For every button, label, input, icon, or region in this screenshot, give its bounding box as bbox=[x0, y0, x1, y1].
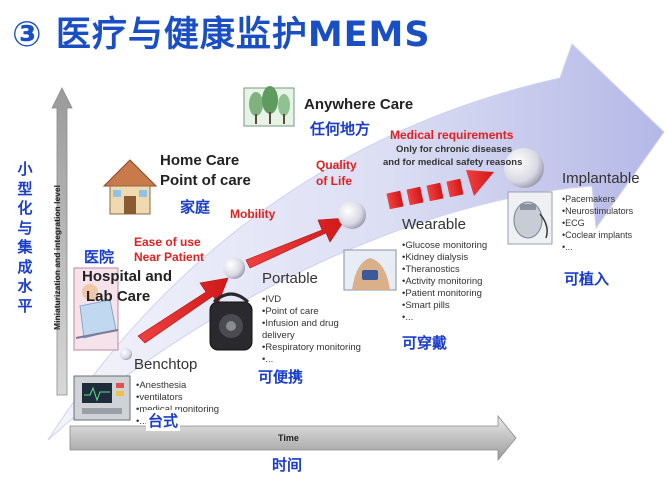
stage-benchtop-item: •... bbox=[136, 416, 148, 427]
stage-benchtop-item: •medical monitoring bbox=[136, 404, 220, 415]
page-title: ③ 医疗与健康监护MEMS bbox=[12, 15, 431, 55]
stage-implantable-item: •Neurostimulators bbox=[562, 206, 634, 216]
stage-benchtop-item: •ventilators bbox=[136, 392, 183, 403]
stage-wearable-item: •Kidney dialysis bbox=[402, 252, 469, 263]
stage-wearable-item: •... bbox=[402, 312, 414, 323]
driver-quality-line2: of Life bbox=[316, 174, 352, 188]
stage-wearable-cn: 可穿戴 bbox=[402, 334, 448, 352]
stage-portable-item: •Respiratory monitoring bbox=[262, 342, 361, 353]
stage-implantable-item: •ECG bbox=[562, 218, 585, 228]
stage-wearable-item: •Patient monitoring bbox=[402, 288, 482, 299]
driver-medical-sub2: and for medical safety reasons bbox=[383, 157, 523, 168]
patient-bed-icon bbox=[73, 267, 119, 351]
stage-hospital-title-line2: Lab Care bbox=[86, 288, 151, 305]
stage-home-cn: 家庭 bbox=[180, 198, 211, 216]
milestone-wearable bbox=[338, 201, 366, 229]
driver-mobility: Mobility bbox=[230, 207, 276, 221]
implant-device-icon bbox=[507, 191, 553, 245]
y-axis-arrow bbox=[51, 87, 73, 396]
red-arrow-mobility bbox=[245, 217, 347, 269]
stage-portable-item: delivery bbox=[262, 330, 295, 341]
stage-wearable-item: •Activity monitoring bbox=[402, 276, 483, 287]
stage-hospital-title-line1: Hospital and bbox=[82, 268, 173, 285]
stage-portable-item: •Infusion and drug bbox=[262, 318, 339, 329]
trees-icon bbox=[243, 86, 295, 127]
stage-wearable-item: •Smart pills bbox=[402, 300, 450, 311]
stage-anywhere-cn: 任何地方 bbox=[310, 120, 371, 138]
stage-wearable-title: Wearable bbox=[402, 216, 466, 233]
x-axis-label-en: Time bbox=[278, 433, 299, 443]
stage-portable-title: Portable bbox=[262, 270, 318, 287]
stage-hospital-cn: 医院 bbox=[84, 248, 115, 266]
milestone-implantable bbox=[504, 148, 544, 188]
stage-portable-cn: 可便携 bbox=[258, 368, 304, 386]
y-axis-label-cn: 小型化与集成水平 bbox=[17, 160, 33, 315]
stage-portable-item: •... bbox=[262, 354, 274, 365]
benchtop-monitor-icon bbox=[73, 375, 131, 421]
red-arrow-ease bbox=[137, 277, 229, 344]
x-axis-label-cn: 时间 bbox=[272, 456, 303, 474]
stage-portable-item: •IVD bbox=[262, 294, 282, 305]
stage-benchtop-cn: 台式 bbox=[146, 410, 181, 431]
stage-implantable-title: Implantable bbox=[562, 170, 640, 187]
milestone-portable bbox=[223, 257, 245, 279]
y-axis-label-en: Miniaturization and integration level bbox=[52, 185, 62, 330]
driver-ease-line1: Ease of use bbox=[134, 235, 201, 249]
red-dashed-arrow bbox=[386, 170, 494, 210]
stage-anywhere-title: Anywhere Care bbox=[304, 96, 414, 113]
milestone-benchtop bbox=[120, 348, 132, 360]
stage-implantable-item: •Coclear implants bbox=[562, 230, 633, 240]
stage-implantable-item: •Pacemakers bbox=[562, 194, 616, 204]
stage-benchtop-item: •Anesthesia bbox=[136, 380, 187, 391]
stage-implantable-item: •... bbox=[562, 242, 573, 252]
stage-home-title-line1: Home Care bbox=[160, 152, 240, 169]
portable-device-icon bbox=[209, 292, 253, 351]
stage-benchtop-title: Benchtop bbox=[134, 356, 198, 373]
stage-wearable-item: •Theranostics bbox=[402, 264, 460, 275]
stage-implantable-cn: 可植入 bbox=[564, 270, 610, 288]
driver-medical-requirements: Medical requirements bbox=[390, 128, 514, 142]
house-icon bbox=[102, 159, 158, 215]
stage-wearable-item: •Glucose monitoring bbox=[402, 240, 488, 251]
driver-quality-line1: Quality bbox=[316, 158, 357, 172]
x-axis-arrow bbox=[69, 414, 517, 462]
driver-medical-sub1: Only for chronic diseases bbox=[396, 144, 513, 155]
stage-home-title-line2: Point of care bbox=[160, 172, 251, 189]
wearable-person-icon bbox=[343, 249, 397, 291]
driver-ease-line2: Near Patient bbox=[134, 250, 205, 264]
stage-portable-item: •Point of care bbox=[262, 306, 319, 317]
